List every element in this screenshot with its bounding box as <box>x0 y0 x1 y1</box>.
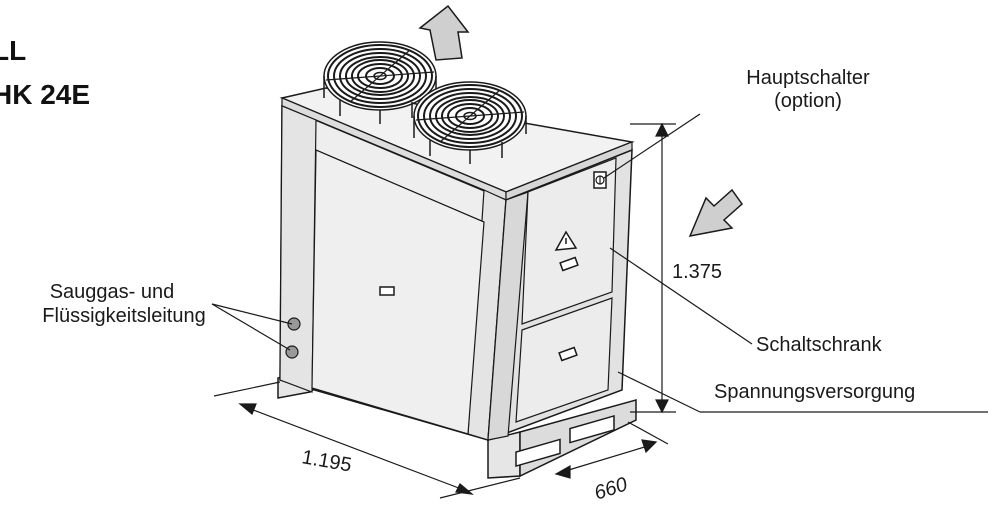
main-switch-option-label: (option) <box>774 90 842 112</box>
fan-icon <box>413 81 527 164</box>
cabinet-upper-handle-icon <box>559 256 579 272</box>
airflow-in-arrow-icon <box>688 188 744 237</box>
main-switch-label: Hauptschalter <box>746 67 870 89</box>
pipes-label-line1: Sauggas- und <box>50 281 175 303</box>
main-switch-icon <box>593 171 607 189</box>
airflow-up-arrow-icon <box>418 4 470 61</box>
pipe-connection-icon <box>287 317 301 331</box>
pipe-connection-icon <box>285 345 299 359</box>
power-supply-label: Spannungsversorgung <box>714 381 915 403</box>
fan-icon <box>323 41 437 124</box>
model-title-line1: LL <box>0 35 26 66</box>
pipes-label-line2: Flüssigkeitsleitung <box>42 305 205 327</box>
width-dimension <box>213 381 521 499</box>
height-dimension-value: 1.375 <box>672 261 722 283</box>
control-cabinet-label: Schaltschrank <box>756 334 883 356</box>
width-dimension-value: 1.195 <box>300 446 353 476</box>
front-left-post <box>279 105 317 393</box>
depth-dimension-value: 660 <box>592 473 631 504</box>
warning-triangle-icon <box>554 230 578 251</box>
front-panel-handle-icon <box>379 286 395 296</box>
cabinet-lower-handle-icon <box>558 346 578 362</box>
depth-dimension <box>554 421 669 479</box>
side-left-post <box>487 191 529 441</box>
height-dimension <box>630 122 676 414</box>
model-title-line2: HK 24E <box>0 79 90 110</box>
leader-lines <box>211 113 988 413</box>
